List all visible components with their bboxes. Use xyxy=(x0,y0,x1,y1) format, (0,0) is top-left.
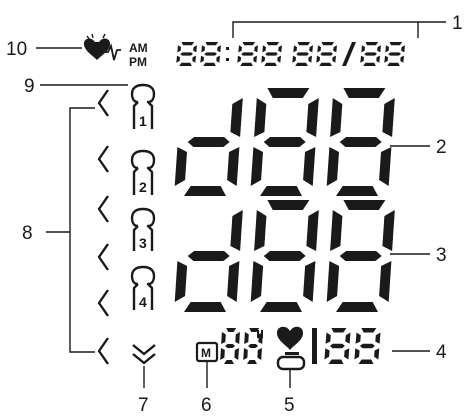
diastolic-digit xyxy=(326,200,395,312)
pulse-digit xyxy=(354,328,381,364)
level-chevron-4 xyxy=(97,243,109,271)
heart-icon xyxy=(276,326,304,350)
pm-indicator: PM xyxy=(129,55,147,69)
user-2-icon: 2 xyxy=(130,149,156,195)
callout-3: 3 xyxy=(436,245,447,266)
svg-text:2: 2 xyxy=(139,179,147,195)
user-4-icon: 4 xyxy=(130,265,156,310)
time-digit xyxy=(200,42,221,66)
double-down-arrow-icon xyxy=(132,344,156,365)
systolic-digit xyxy=(174,98,243,196)
memory-tick xyxy=(257,330,263,338)
callout-2: 2 xyxy=(436,137,447,158)
time-digit xyxy=(176,42,197,66)
callout-6: 6 xyxy=(201,395,212,416)
callout-10: 10 xyxy=(6,39,27,60)
bp-level-indicator xyxy=(97,89,109,365)
systolic-digit xyxy=(326,88,395,196)
level-chevron-1 xyxy=(97,89,109,117)
user-icons: 1 2 3 4 xyxy=(130,83,156,310)
svg-text:4: 4 xyxy=(139,294,147,310)
date-digit xyxy=(384,42,405,66)
user-1-icon: 1 xyxy=(130,83,156,129)
heart-pulse-icon xyxy=(83,33,121,61)
date-slash xyxy=(342,42,356,66)
level-chevron-5 xyxy=(97,289,109,317)
systolic-digit xyxy=(250,88,319,196)
level-chevron-6 xyxy=(97,337,109,365)
level-chevron-2 xyxy=(97,145,109,173)
date-digit xyxy=(316,42,337,66)
time-display xyxy=(176,42,282,66)
memory-digit xyxy=(243,328,263,364)
svg-text:M: M xyxy=(201,346,211,360)
memory-indicator: M xyxy=(195,341,219,363)
leader-8-bracket xyxy=(69,107,95,353)
callout-5: 5 xyxy=(284,395,295,416)
leader-lines xyxy=(36,21,446,388)
callout-4: 4 xyxy=(436,342,447,363)
diastolic-digit xyxy=(250,200,319,312)
callout-1: 1 xyxy=(452,13,463,34)
memory-digit xyxy=(220,328,240,364)
date-digit xyxy=(292,42,313,66)
callout-labels: 1 2 3 4 5 6 7 8 9 10 xyxy=(6,13,463,416)
callout-8: 8 xyxy=(22,223,33,244)
diastolic-digit xyxy=(174,210,243,312)
level-chevron-3 xyxy=(97,195,109,223)
svg-text:3: 3 xyxy=(139,235,147,251)
pulse-digit-one xyxy=(312,328,317,364)
time-digit xyxy=(237,42,258,66)
diastolic-display xyxy=(174,200,395,312)
user-3-icon: 3 xyxy=(130,207,156,251)
battery-icon xyxy=(276,352,306,371)
leader-1-bracket xyxy=(232,21,419,38)
svg-text:1: 1 xyxy=(139,113,147,129)
am-indicator: AM xyxy=(129,41,148,55)
pulse-digit xyxy=(324,328,351,364)
callout-7: 7 xyxy=(138,395,149,416)
memory-number-display xyxy=(220,328,263,364)
date-digit xyxy=(360,42,381,66)
time-digit xyxy=(261,42,282,66)
systolic-display xyxy=(174,88,395,196)
pulse-display xyxy=(312,328,381,364)
callout-9: 9 xyxy=(24,76,35,97)
date-display xyxy=(292,42,405,66)
